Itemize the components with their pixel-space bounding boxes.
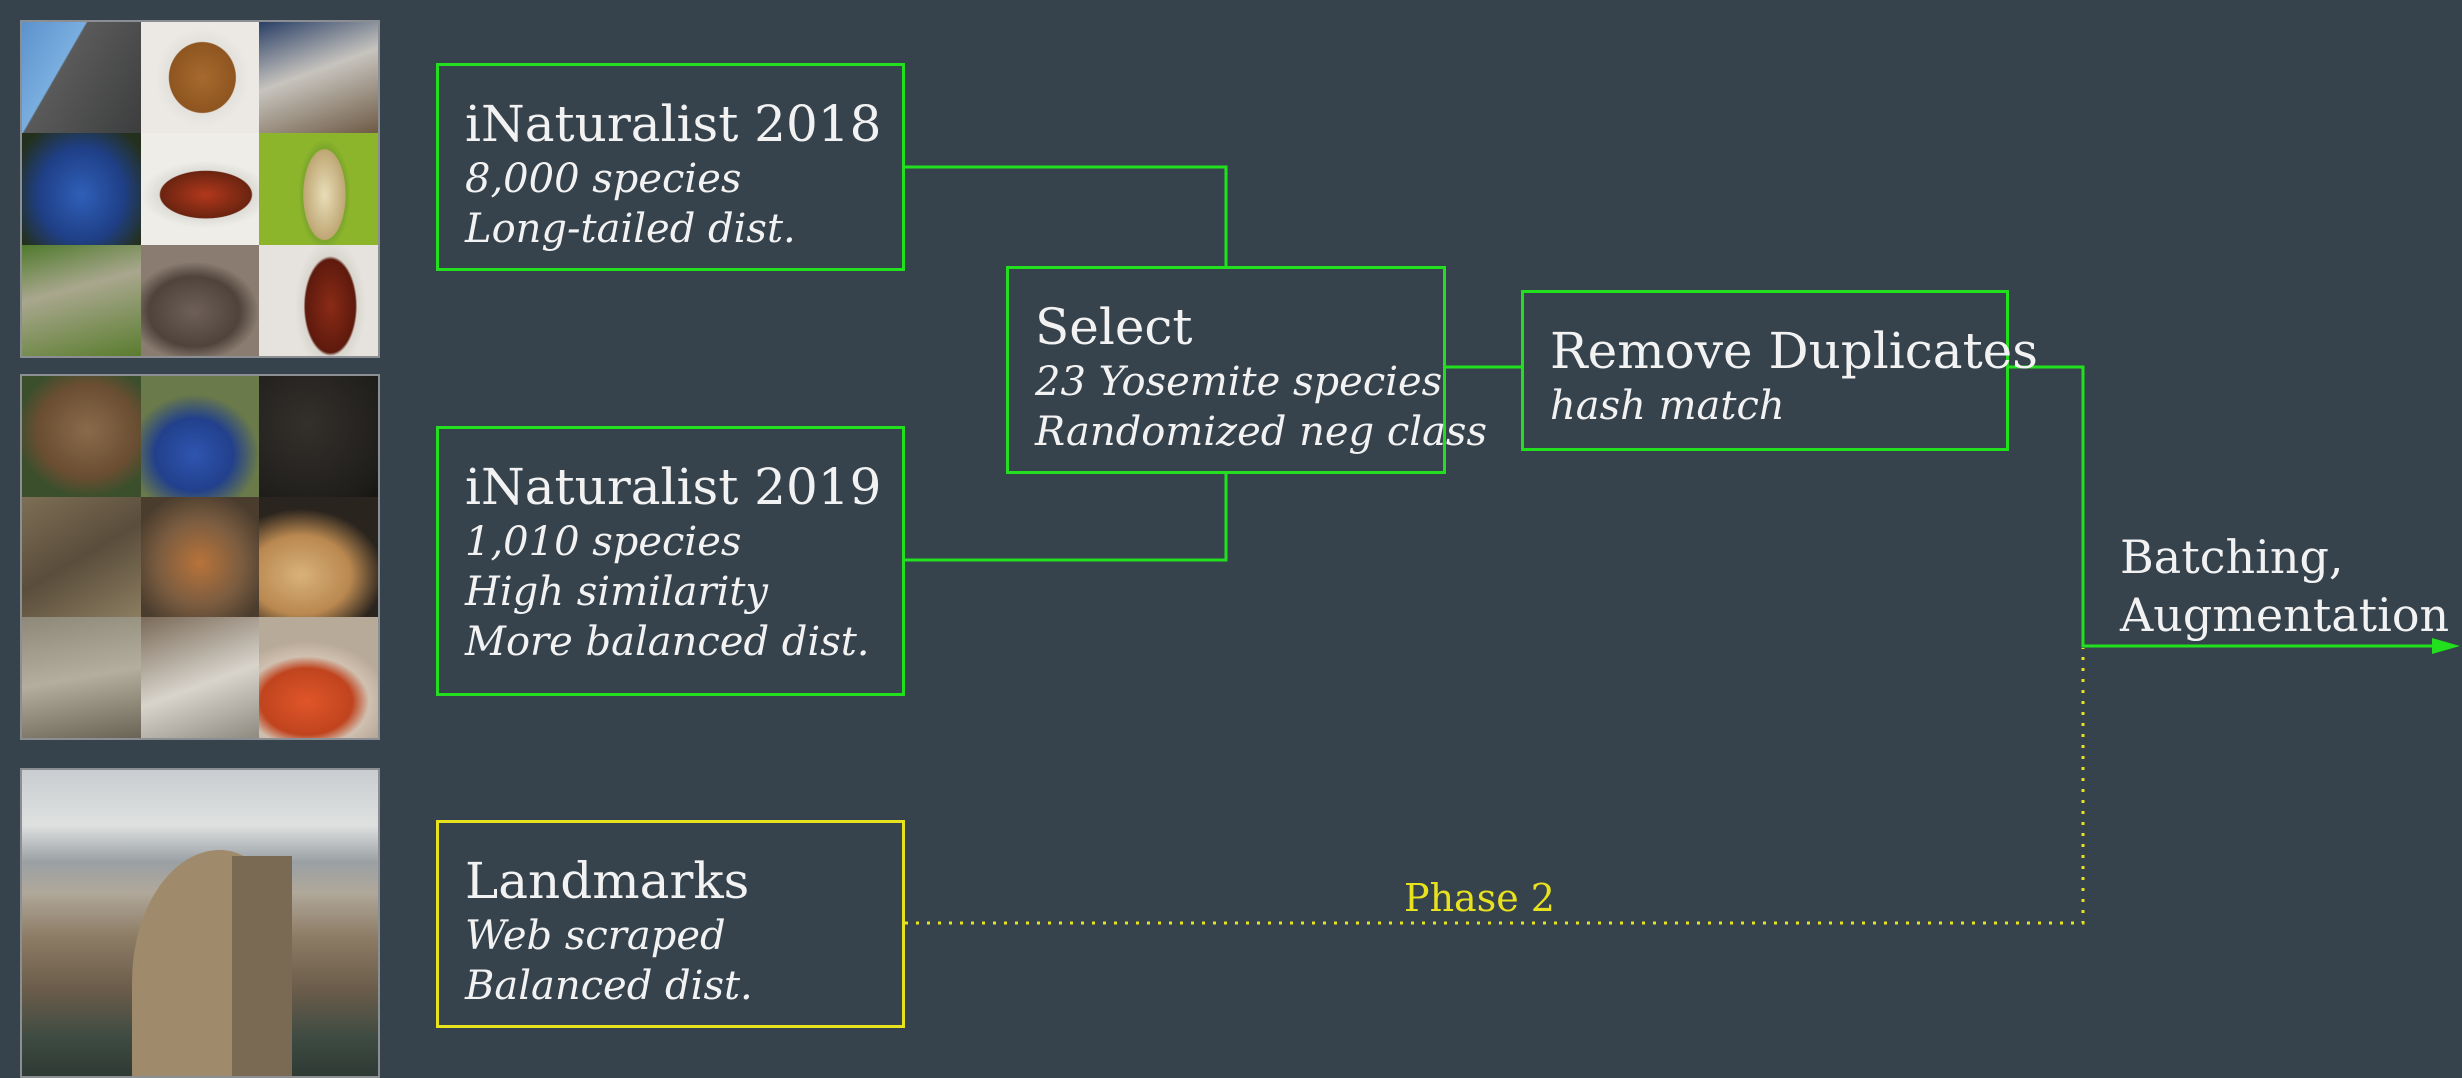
inat2019-distribution: More balanced dist.	[465, 619, 870, 665]
squirrel-photo	[22, 496, 141, 618]
phase2-dotted-line	[905, 648, 2085, 925]
inat2018-to-select-line	[905, 165, 1228, 268]
half-dome-photo	[20, 768, 380, 1078]
output-label-line2: Augmentation	[2120, 588, 2450, 642]
ginkgo-leaf-photo	[140, 22, 260, 134]
landmarks-box: Landmarks Web scraped Balanced dist.	[436, 820, 905, 1028]
inat2019-box: iNaturalist 2019 1,010 species High simi…	[436, 426, 905, 696]
grass-bird-photo	[22, 244, 141, 356]
phase2-label: Phase 2	[1404, 876, 1555, 920]
inat2019-species-count: 1,010 species	[465, 519, 742, 565]
rodent-photo	[140, 244, 260, 356]
squirrel-legs-photo	[140, 617, 260, 738]
blue-bird-photo	[140, 376, 260, 497]
rock-photo	[22, 617, 141, 738]
fish-eye-photo	[22, 22, 141, 134]
inat2018-image-mosaic	[20, 20, 380, 358]
landmarks-title: Landmarks	[465, 852, 750, 910]
landmarks-distribution: Balanced dist.	[465, 963, 753, 1009]
dedupe-to-output-line	[2009, 365, 2446, 648]
inat2019-image-mosaic	[20, 374, 380, 740]
squirrel-body-photo	[140, 496, 260, 618]
select-title: Select	[1035, 298, 1193, 356]
mushroom-cap-photo	[259, 617, 378, 738]
soil-photo	[259, 376, 378, 497]
blue-bird-photo	[22, 133, 141, 245]
output-label: Batching, Augmentation	[2120, 528, 2449, 644]
output-label-line1: Batching,	[2120, 530, 2344, 584]
snake-tail-photo	[259, 244, 378, 356]
inat2019-similarity: High similarity	[465, 569, 769, 615]
feather-photo	[259, 22, 378, 134]
dedupe-method: hash match	[1550, 383, 1785, 429]
dedupe-title: Remove Duplicates	[1550, 322, 2038, 380]
inat2019-title: iNaturalist 2019	[465, 458, 882, 516]
select-box: Select 23 Yosemite species Randomized ne…	[1006, 266, 1487, 474]
butterfly-wing-photo	[140, 133, 260, 245]
seed-cone-photo	[259, 133, 378, 245]
inat2018-distribution: Long-tailed dist.	[465, 206, 796, 252]
bird-head-photo	[22, 376, 141, 497]
output-arrowhead	[2432, 638, 2460, 654]
mushroom-gills-photo	[259, 496, 378, 618]
inat2018-title: iNaturalist 2018	[465, 95, 882, 153]
landmarks-source: Web scraped	[465, 913, 726, 959]
select-species: 23 Yosemite species	[1035, 359, 1443, 405]
select-neg-class: Randomized neg class	[1035, 409, 1487, 455]
inat2019-to-select-line	[905, 472, 1228, 562]
dedupe-box: Remove Duplicates hash match	[1521, 290, 2038, 451]
inat2018-box: iNaturalist 2018 8,000 species Long-tail…	[436, 63, 905, 271]
inat2018-species-count: 8,000 species	[465, 156, 742, 202]
